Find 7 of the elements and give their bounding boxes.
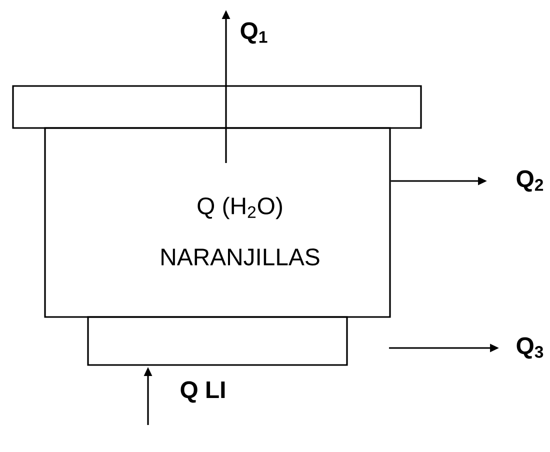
vessel-box: Q (H$_{2}$O) NARANJILLAS	[44, 127, 391, 318]
plate-box	[87, 316, 348, 366]
flow-label: Q$_{3}$	[516, 337, 544, 359]
edge-label: Q LI	[180, 381, 225, 403]
plate-box	[12, 85, 422, 129]
flow-label: Q$_{2}$	[516, 170, 544, 192]
edge-label: Q$_{1}$	[240, 22, 268, 44]
